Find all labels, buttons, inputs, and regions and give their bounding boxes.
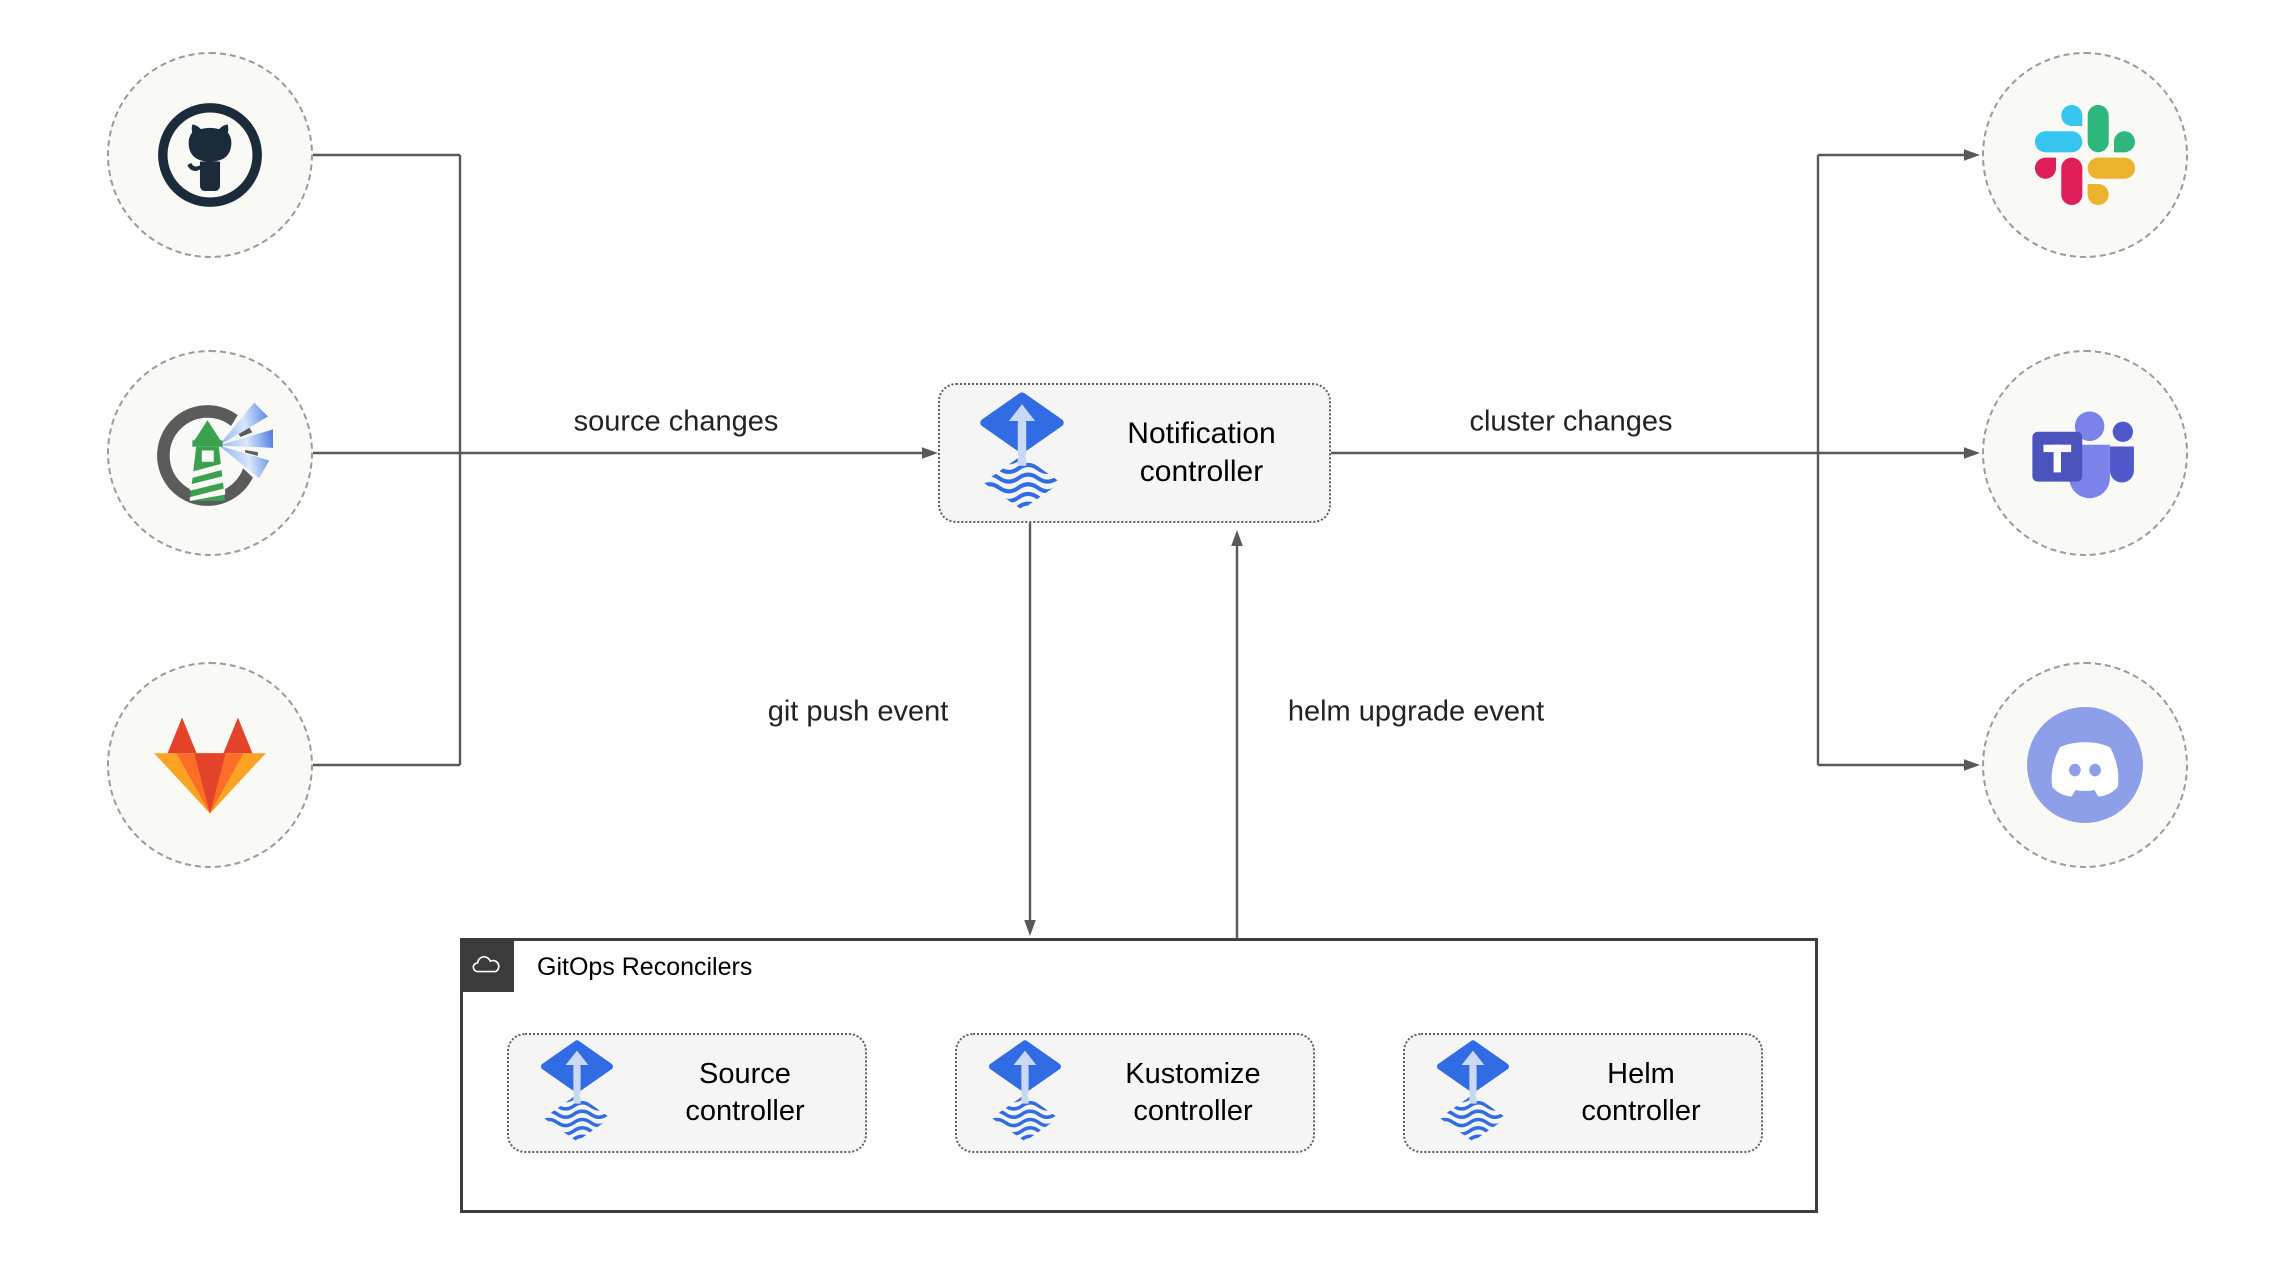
helm-label-line1: Helm [1607,1058,1675,1090]
harbor-node [107,350,313,556]
slack-node [1982,52,2188,258]
helm-label-line2: controller [1581,1095,1701,1127]
kustomize-label-line2: controller [1133,1095,1253,1127]
source-controller-label: Source controller [643,1056,865,1130]
discord-icon [2022,702,2148,828]
slack-icon [2035,105,2135,205]
arrowhead-into-slack [1964,149,1980,161]
arrowhead-into-notification [922,447,938,459]
harbor-icon [147,390,273,516]
kustomize-controller-node: Kustomize controller [955,1033,1315,1153]
github-icon [151,96,269,214]
kustomize-controller-label: Kustomize controller [1091,1056,1313,1130]
cloud-badge [460,938,514,992]
arrowhead-helm-upgrade [1231,530,1243,546]
arrowhead-into-teams [1964,447,1980,459]
gitlab-node [107,662,313,868]
arrowhead-into-discord [1964,759,1980,771]
notification-label-line2: controller [1139,455,1264,488]
gitops-reconcilers-label: GitOps Reconcilers [537,953,753,981]
ms-teams-node [1982,350,2188,556]
flux-icon [539,1040,615,1146]
gitlab-icon [154,713,266,818]
edge-label-cluster-changes: cluster changes [1469,405,1673,438]
notification-label-line1: Notification [1127,417,1276,450]
edge-label-helm-upgrade-event: helm upgrade event [1287,695,1545,728]
flux-icon [978,392,1066,515]
notification-controller-node: Notification controller [938,383,1331,523]
cloud-icon [472,955,500,972]
flux-icon [987,1040,1063,1146]
ms-teams-icon [2025,402,2145,504]
flux-icon [1435,1040,1511,1146]
discord-node [1982,662,2188,868]
helm-controller-label: Helm controller [1539,1056,1761,1130]
edge-label-source-changes: source changes [573,405,779,438]
github-node [107,52,313,258]
helm-controller-node: Helm controller [1403,1033,1763,1153]
notification-controller-label: Notification controller [1100,415,1329,491]
source-controller-node: Source controller [507,1033,867,1153]
edge-label-git-push-event: git push event [767,695,949,728]
kustomize-label-line1: Kustomize [1125,1058,1261,1090]
arrowhead-git-push [1024,920,1036,936]
source-label-line1: Source [699,1058,791,1090]
source-label-line2: controller [685,1095,805,1127]
